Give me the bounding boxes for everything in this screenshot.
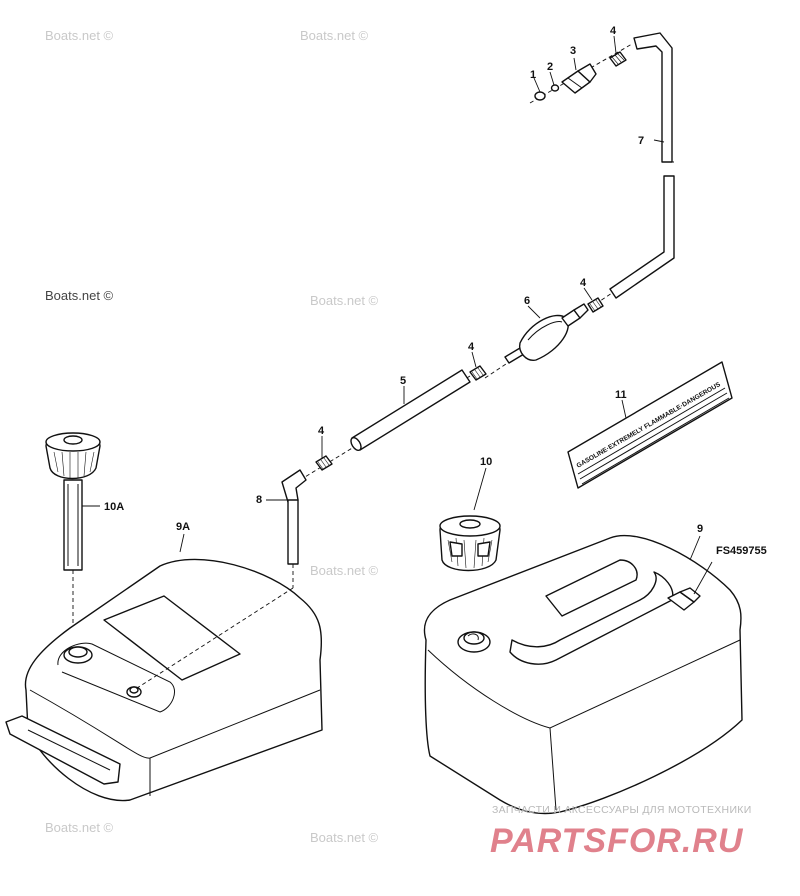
label-part-4: 4 xyxy=(580,277,587,289)
clamp-4 xyxy=(609,51,627,67)
watermark: Boats.net © xyxy=(310,293,379,308)
site-logo: PARTSFOR.RU xyxy=(490,822,744,860)
leader-lines xyxy=(82,35,713,595)
label-part-3: 3 xyxy=(570,45,576,57)
pickup-tube-8 xyxy=(281,469,307,588)
diagram-code: FS459755 xyxy=(716,545,767,557)
site-tagline: ЗАПЧАСТИ И АКСЕССУАРЫ ДЛЯ МОТОТЕХНИКИ xyxy=(492,804,752,816)
label-part-5: 5 xyxy=(400,375,406,387)
watermark: Boats.net © xyxy=(45,28,114,43)
o-ring-2 xyxy=(550,84,560,92)
label-part-10: 10 xyxy=(480,456,492,468)
fuel-tank-9a xyxy=(5,558,323,802)
label-part-9a: 9A xyxy=(176,521,190,533)
watermark: Boats.net © xyxy=(300,28,369,43)
label-part-6: 6 xyxy=(524,295,530,307)
warning-decal-11: GASOLINE·EXTREMELY FLAMMABLE·DANGEROUS xyxy=(567,361,733,489)
label-part-9: 9 xyxy=(697,523,703,535)
fuel-hose-7 xyxy=(609,32,675,299)
clamp-4 xyxy=(469,365,487,381)
label-part-1: 1 xyxy=(530,69,536,81)
fuel-tank-9 xyxy=(423,534,743,815)
clip-1 xyxy=(534,91,546,101)
label-part-4: 4 xyxy=(610,25,617,37)
label-part-11: 11 xyxy=(615,389,627,401)
label-part-10a: 10A xyxy=(104,501,124,513)
watermark: Boats.net © xyxy=(45,820,114,835)
clamp-4 xyxy=(587,297,604,313)
label-part-2: 2 xyxy=(547,61,553,73)
watermark: Boats.net © xyxy=(310,563,379,578)
clamp-4 xyxy=(315,455,333,471)
watermark-group: Boats.net © Boats.net © Boats.net © Boat… xyxy=(45,28,379,845)
fuel-cap-10 xyxy=(439,515,501,572)
label-part-7: 7 xyxy=(638,135,644,147)
primer-bulb-6 xyxy=(469,292,613,381)
watermark: Boats.net © xyxy=(310,830,379,845)
label-part-8: 8 xyxy=(256,494,262,506)
watermark: Boats.net © xyxy=(45,288,114,303)
label-part-4: 4 xyxy=(318,425,325,437)
fuel-cap-gauge-10a xyxy=(45,432,101,648)
site-branding: ЗАПЧАСТИ И АКСЕССУАРЫ ДЛЯ МОТОТЕХНИКИ PA… xyxy=(490,804,752,860)
part-labels: 1 2 3 4 7 4 6 4 5 4 8 11 10 10A 9A 9 FS4… xyxy=(104,25,767,557)
warning-decal-text: GASOLINE·EXTREMELY FLAMMABLE·DANGEROUS xyxy=(576,381,723,470)
fuel-hose-5 xyxy=(299,369,471,481)
label-part-4: 4 xyxy=(468,341,475,353)
connector-assembly xyxy=(529,43,633,104)
